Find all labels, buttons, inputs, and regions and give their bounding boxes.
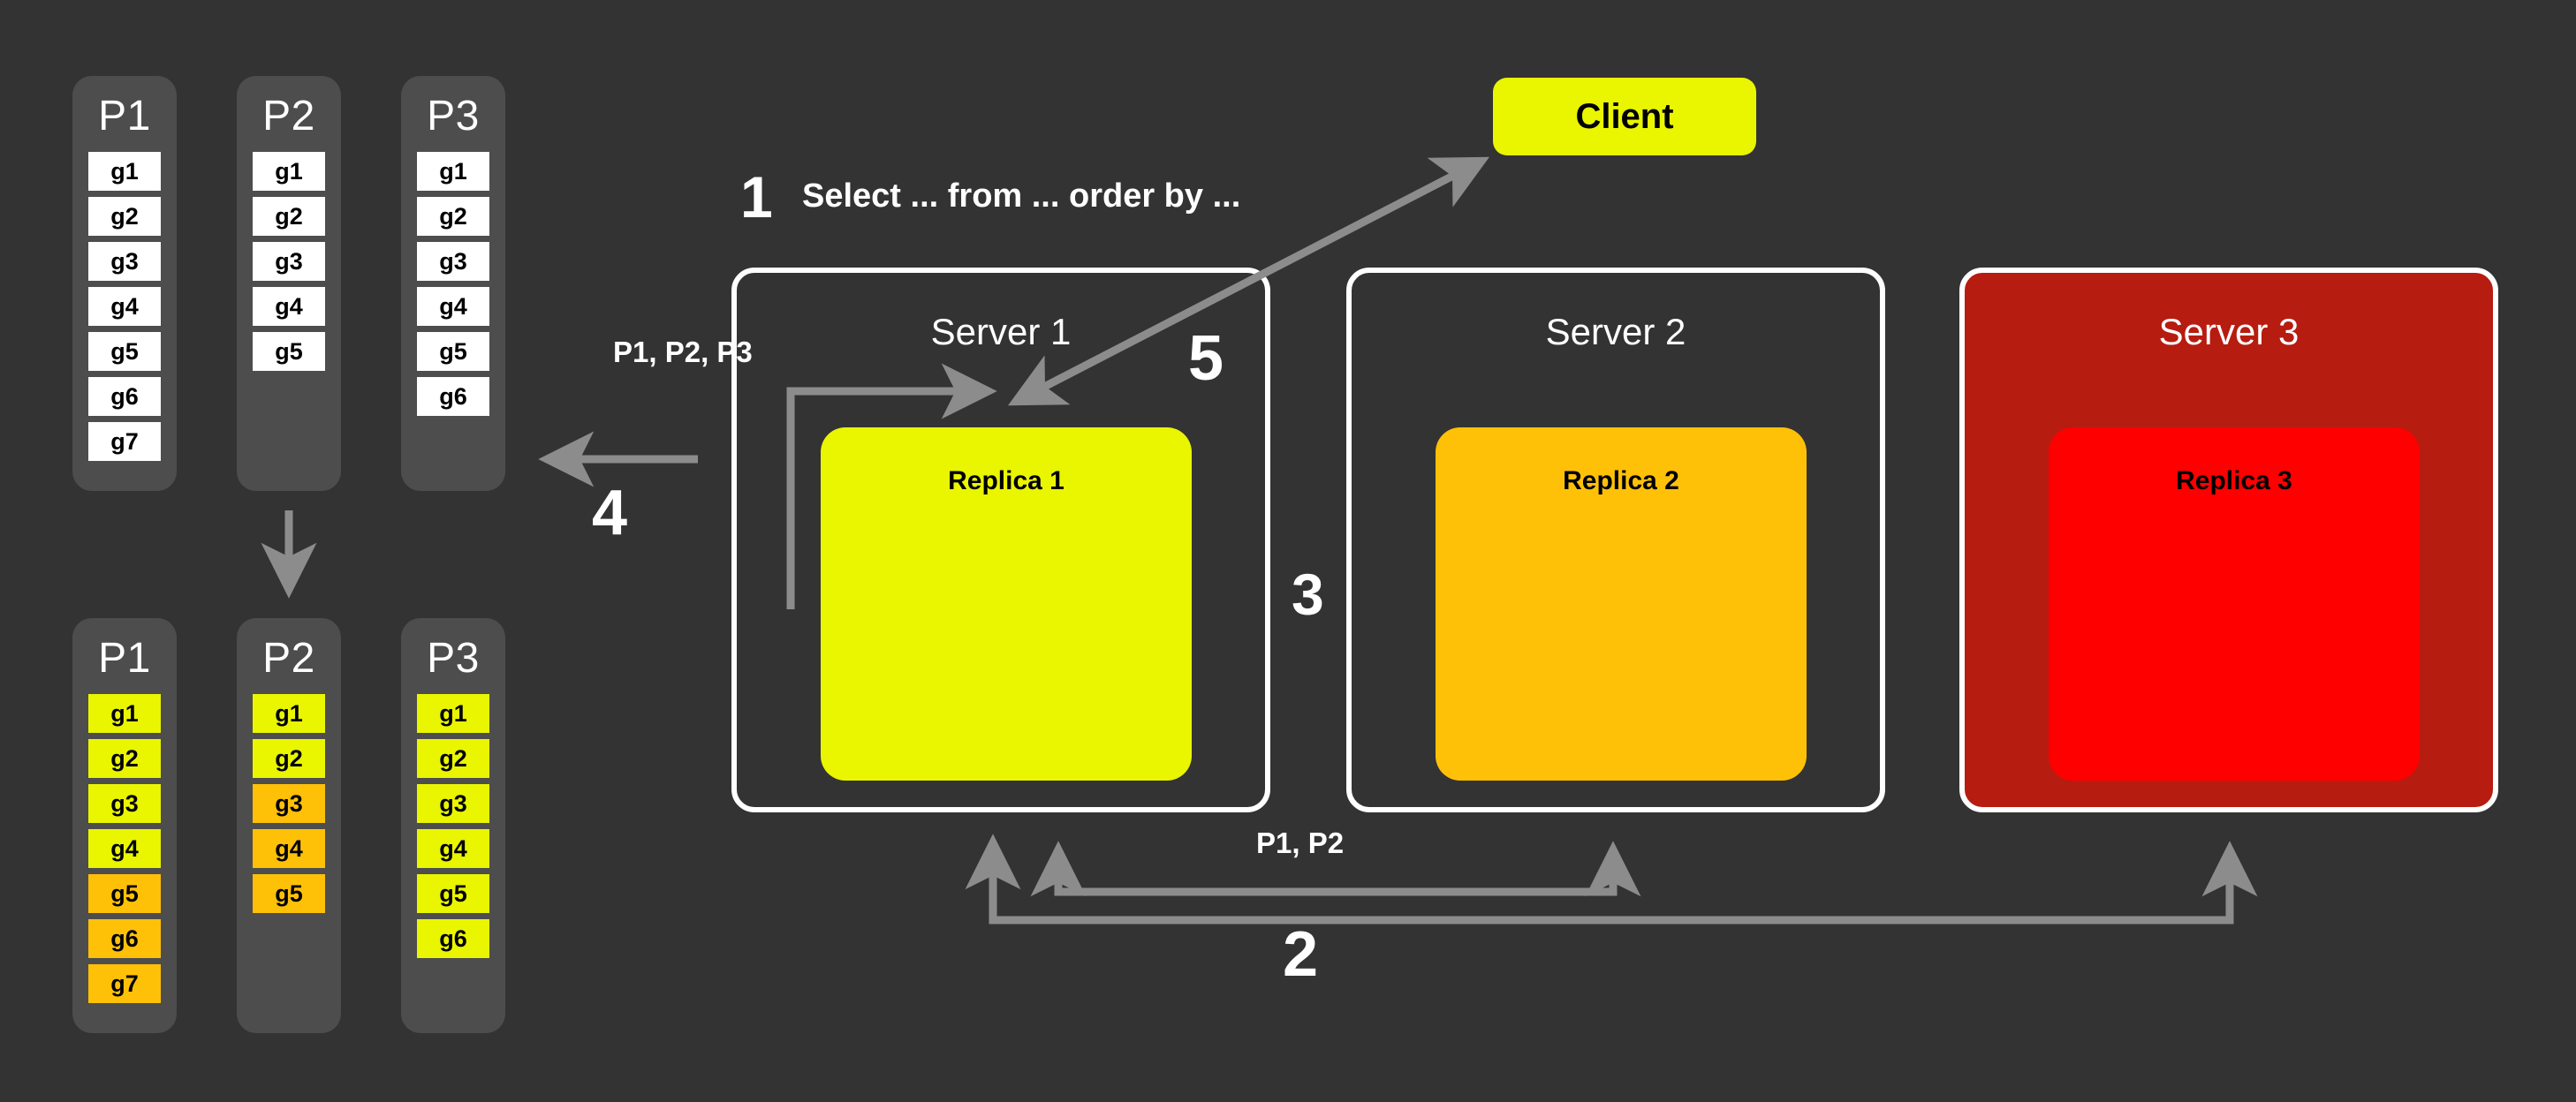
- partition-cell: g5: [88, 874, 161, 913]
- partition-cell: g3: [88, 242, 161, 281]
- partition-cell: g7: [88, 964, 161, 1003]
- server-1-title: Server 1: [930, 311, 1072, 352]
- replica-2-box[interactable]: Replica 2: [1436, 427, 1807, 781]
- partition-column-p3-after: P3 g1 g2 g3 g4 g5 g6: [401, 618, 505, 1033]
- partition-cell: g5: [417, 332, 489, 371]
- partition-cell: g4: [88, 829, 161, 868]
- partition-cell: g3: [417, 784, 489, 823]
- server-3-title: Server 3: [2158, 311, 2299, 352]
- partition-cell: g2: [88, 197, 161, 236]
- partition-column-p2-before: P2 g1 g2 g3 g4 g5: [237, 76, 341, 491]
- partition-cells: g1 g2 g3 g4 g5 g6: [417, 152, 489, 422]
- partition-cell: g6: [88, 919, 161, 958]
- partition-cell: g3: [88, 784, 161, 823]
- partition-cell: g6: [88, 377, 161, 416]
- replica-1-box[interactable]: Replica 1: [821, 427, 1192, 781]
- partition-column-p1-before: P1 g1 g2 g3 g4 g5 g6 g7: [72, 76, 177, 491]
- partition-cell: g4: [253, 287, 325, 326]
- partition-cell: g2: [417, 739, 489, 778]
- step-2-bottom-connectors: [965, 834, 2258, 925]
- partition-title: P2: [262, 635, 315, 682]
- partition-title: P2: [262, 93, 315, 140]
- partition-title: P3: [427, 635, 480, 682]
- partition-cell: g6: [417, 377, 489, 416]
- partition-cell: g2: [253, 739, 325, 778]
- partition-cell: g2: [88, 739, 161, 778]
- replica-3-box[interactable]: Replica 3: [2049, 427, 2420, 781]
- partitions-p1p2p3-label: P1, P2, P3: [613, 336, 753, 368]
- partition-cell: g3: [253, 784, 325, 823]
- replica-3-label: Replica 3: [2176, 466, 2292, 495]
- client-box[interactable]: Client: [1493, 78, 1756, 155]
- partition-title: P3: [427, 93, 480, 140]
- partition-cell: g5: [88, 332, 161, 371]
- partition-cell: g4: [253, 829, 325, 868]
- partition-cells: g1 g2 g3 g4 g5: [253, 694, 325, 919]
- partition-cells: g1 g2 g3 g4 g5 g6: [417, 694, 489, 964]
- partitions-p1p2-label: P1, P2: [1256, 826, 1345, 859]
- partition-cell: g5: [253, 874, 325, 913]
- server-3-box[interactable]: Server 3 Replica 3: [1959, 268, 2498, 812]
- partition-cell: g3: [417, 242, 489, 281]
- partition-cell: g5: [417, 874, 489, 913]
- partition-column-p2-after: P2 g1 g2 g3 g4 g5: [237, 618, 341, 1033]
- step-1-number: 1: [740, 164, 773, 230]
- step-3-number: 3: [1292, 562, 1324, 627]
- partition-title: P1: [98, 635, 151, 682]
- step-5-number: 5: [1188, 323, 1224, 394]
- partition-cell: g2: [417, 197, 489, 236]
- partition-cell: g5: [253, 332, 325, 371]
- replica-1-label: Replica 1: [948, 466, 1064, 495]
- partition-cells: g1 g2 g3 g4 g5 g6 g7: [88, 694, 161, 1009]
- partition-cell: g1: [88, 152, 161, 191]
- query-text-label: Select ... from ... order by ...: [802, 177, 1241, 215]
- partition-cell: g1: [417, 152, 489, 191]
- partition-cell: g2: [253, 197, 325, 236]
- partition-cell: g1: [253, 694, 325, 733]
- client-label: Client: [1575, 96, 1674, 136]
- partition-column-p1-after: P1 g1 g2 g3 g4 g5 g6 g7: [72, 618, 177, 1033]
- partition-title: P1: [98, 93, 151, 140]
- server-2-title: Server 2: [1545, 311, 1686, 352]
- partition-cell: g7: [88, 422, 161, 461]
- partition-cell: g1: [417, 694, 489, 733]
- partition-column-p3-before: P3 g1 g2 g3 g4 g5 g6: [401, 76, 505, 491]
- partition-cell: g1: [253, 152, 325, 191]
- step-2-number: 2: [1283, 919, 1319, 990]
- partition-cell: g4: [88, 287, 161, 326]
- server-2-box[interactable]: Server 2 Replica 2: [1346, 268, 1885, 812]
- partition-cells: g1 g2 g3 g4 g5 g6 g7: [88, 152, 161, 467]
- partition-cell: g4: [417, 287, 489, 326]
- partition-cells: g1 g2 g3 g4 g5: [253, 152, 325, 377]
- partition-cell: g3: [253, 242, 325, 281]
- partition-cell: g4: [417, 829, 489, 868]
- replica-2-label: Replica 2: [1563, 466, 1679, 495]
- partition-cell: g1: [88, 694, 161, 733]
- step-4-number: 4: [592, 478, 628, 548]
- partition-cell: g6: [417, 919, 489, 958]
